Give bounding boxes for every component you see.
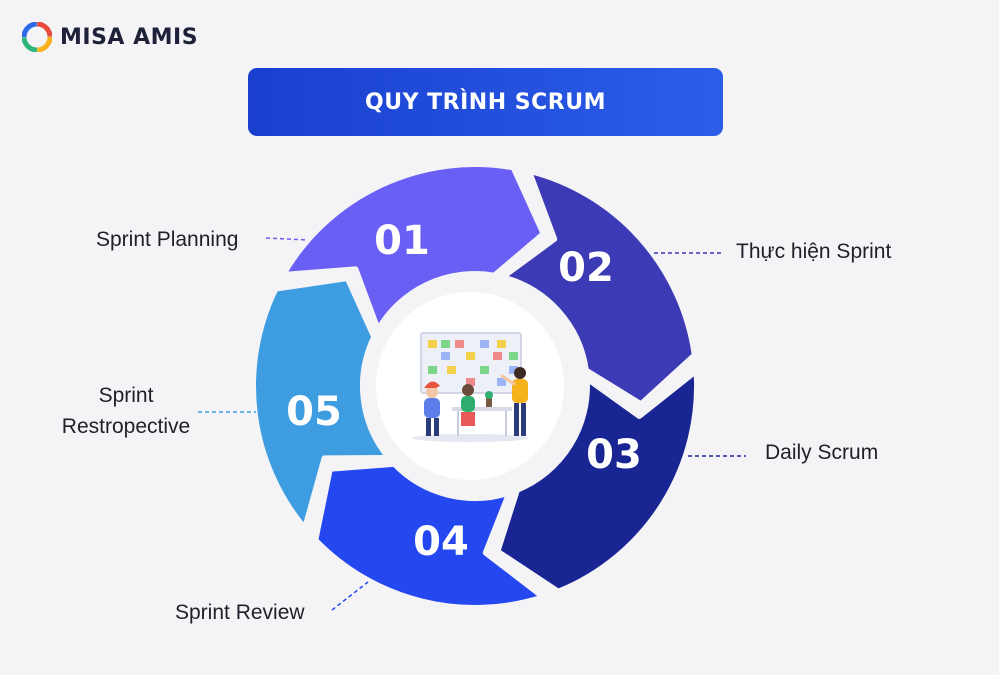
cycle-segments xyxy=(250,161,701,611)
cycle-segment-02 xyxy=(499,167,698,408)
step-label-sprint-restropective: Sprint Restropective xyxy=(61,384,191,438)
connector-line-01 xyxy=(265,237,309,241)
step-number-04: 04 xyxy=(413,519,469,565)
cycle-segment-01 xyxy=(279,161,547,333)
diagram-title: QUY TRÌNH SCRUM xyxy=(365,89,606,115)
step-label-sprint-review: Sprint Review xyxy=(175,601,305,624)
misa-logo-icon xyxy=(22,22,52,52)
brand-name: MISA AMIS xyxy=(60,24,199,50)
cycle-segment-03 xyxy=(494,367,701,595)
cycle-segment-04 xyxy=(312,460,547,611)
title-banner: QUY TRÌNH SCRUM xyxy=(248,68,723,136)
step-label-thuc-hien-sprint: Thực hiện Sprint xyxy=(736,240,892,263)
brand-logo: MISA AMIS xyxy=(22,20,198,54)
team-scrum-board-illustration xyxy=(412,332,528,442)
step-number-02: 02 xyxy=(558,245,614,291)
step-number-03: 03 xyxy=(586,432,642,478)
step-number-01: 01 xyxy=(374,218,430,264)
step-label-daily-scrum: Daily Scrum xyxy=(765,441,879,464)
step-label-sprint-planning: Sprint Planning xyxy=(96,228,239,251)
label-connectors xyxy=(198,237,746,611)
connector-line-04 xyxy=(331,581,369,611)
step-numbers: 01 02 03 04 05 xyxy=(286,218,642,565)
step-number-05: 05 xyxy=(286,389,342,435)
cycle-segment-05 xyxy=(250,275,393,532)
